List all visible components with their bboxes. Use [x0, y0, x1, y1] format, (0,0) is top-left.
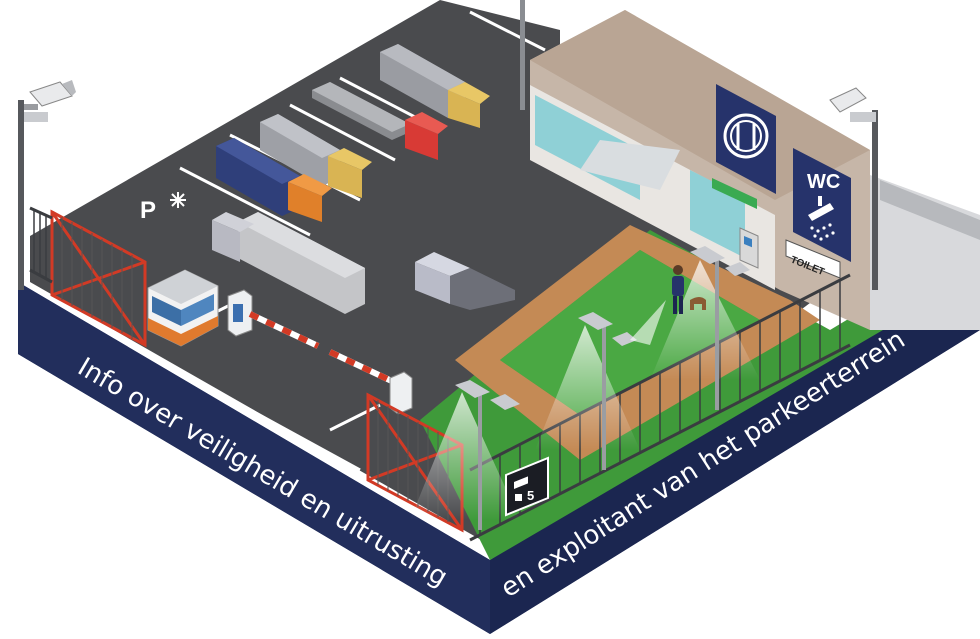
truck-lock-icon	[514, 476, 528, 501]
reefer-parking-marking: P	[140, 192, 186, 224]
guard-booth	[147, 269, 219, 347]
entry-gate[interactable]	[50, 209, 147, 348]
tall-light-pole	[520, 0, 525, 110]
perimeter-fence-left	[29, 206, 53, 284]
lamp-post-3	[650, 246, 760, 410]
restaurant-icon	[723, 113, 769, 159]
cctv-camera-icon	[24, 80, 76, 122]
truck-flatbed-red	[312, 82, 448, 160]
exit-gate[interactable]	[366, 392, 464, 533]
cctv-camera-icon	[829, 87, 876, 122]
lamp-post-1	[410, 380, 520, 530]
snowflake-icon	[170, 192, 186, 208]
security-level-sign: 5	[505, 456, 549, 517]
truck-blue-container	[216, 138, 332, 222]
security-level-number: 5	[527, 488, 534, 503]
wc-sign: WC	[793, 148, 851, 262]
lamp-post-2	[535, 312, 640, 470]
barrier-arm-2[interactable]	[328, 349, 400, 387]
security-guard-with-dog	[630, 265, 706, 345]
parking-p-label: P	[140, 197, 156, 224]
tractor-unit	[415, 252, 515, 310]
truck-beige	[380, 44, 490, 128]
shower-icon	[808, 196, 835, 241]
cctv-camera-right	[829, 87, 878, 290]
truck-grey-yellow	[260, 114, 372, 198]
truck-reefer	[212, 212, 365, 314]
atm-machine	[739, 227, 759, 269]
ticket-post	[227, 289, 253, 337]
service-building	[530, 10, 980, 330]
cctv-camera-left	[18, 80, 76, 290]
wc-label: WC	[807, 171, 840, 193]
walking-path	[455, 225, 820, 460]
restaurant-sign	[716, 84, 776, 194]
barrier-arm-1[interactable]	[248, 311, 320, 349]
